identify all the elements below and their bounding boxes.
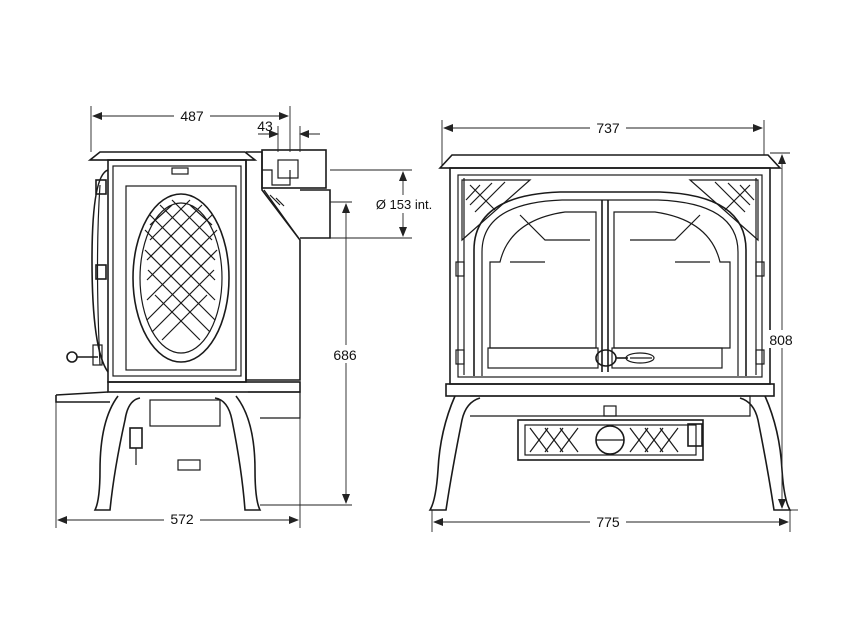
- side-view: [55, 149, 331, 511]
- dim-side-depth-top: 487: [180, 108, 204, 124]
- front-view: [428, 154, 792, 511]
- dimension-lines: [55, 106, 798, 532]
- dimension-labels: 487 43 Ø 153 int. 686 572 737 808 775: [164, 106, 800, 530]
- dim-flue-offset: 43: [257, 118, 273, 134]
- lattice-pattern: [144, 199, 218, 341]
- dim-front-width-base: 775: [596, 514, 620, 530]
- dim-flue-height: 686: [333, 347, 357, 363]
- dim-front-width-top: 737: [596, 120, 620, 136]
- dim-side-depth-base: 572: [170, 511, 194, 527]
- dim-overall-height: 808: [769, 332, 793, 348]
- dim-flue-diameter: Ø 153 int.: [376, 197, 432, 212]
